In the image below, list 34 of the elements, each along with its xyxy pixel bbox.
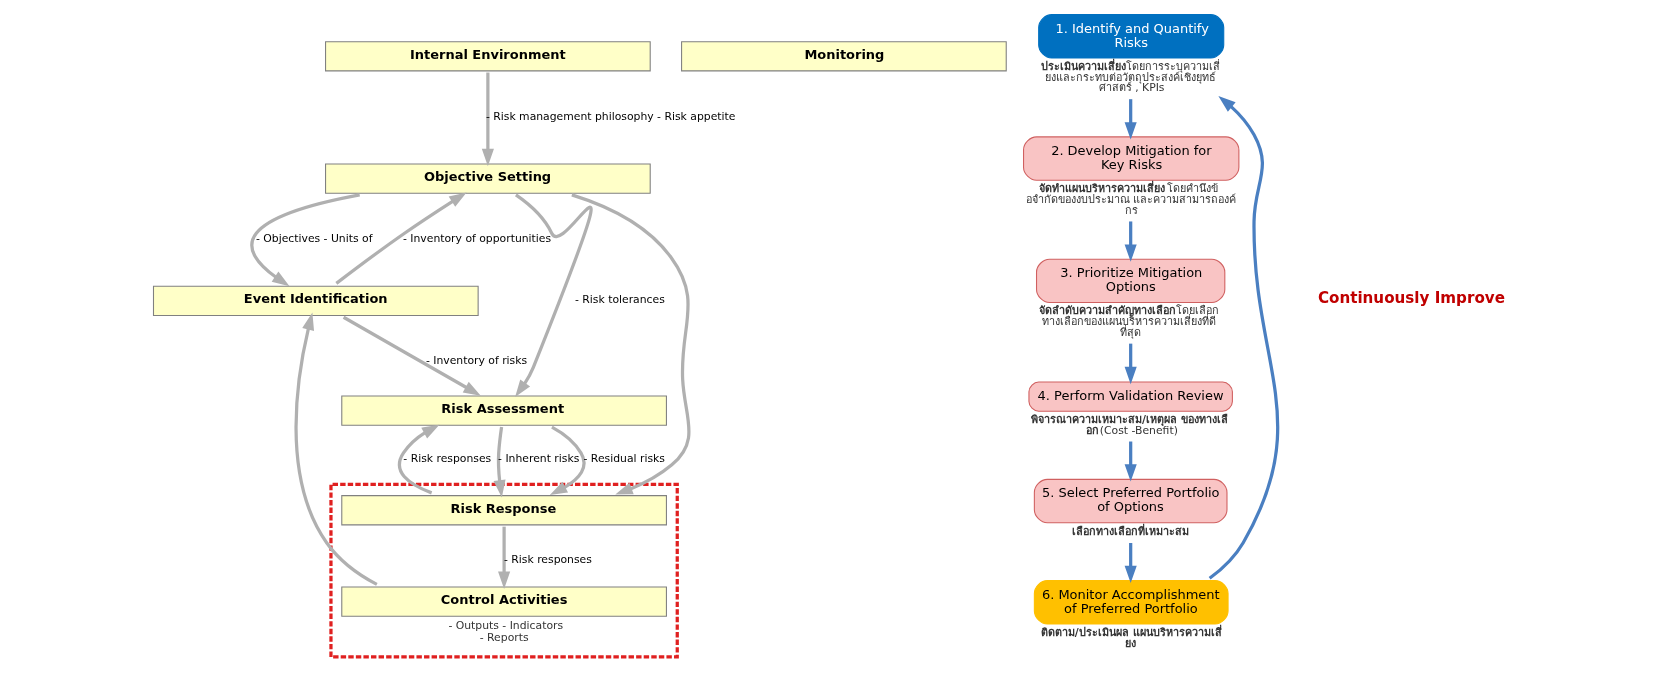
node-label: - Outputs - Indicators - Reports	[448, 619, 564, 645]
node-label: เลือกทางเลือกที่เหมาะสม	[1071, 524, 1189, 538]
node-label: จัดลำดับความสำคัญทางเลือกโดยเลือกทางเลือกของแผนบริหารความเสี่ยงที่ดีที่สุด	[1038, 304, 1220, 340]
arrow	[498, 526, 511, 589]
arrow	[397, 424, 440, 495]
edge-label: - Risk management philosophy - Risk appetite	[485, 109, 736, 123]
edge-label: - Residual risks	[583, 451, 665, 465]
arrow	[493, 426, 506, 498]
label: Continuously Improve	[1317, 289, 1505, 308]
edge-label: - Inherent risks	[498, 451, 580, 465]
node-label: พิจารณาความเหมาะสม/เหตุผล ของทางเลือก(Cost -Benefit)	[1031, 413, 1228, 437]
edge-label: - Risk responses	[503, 553, 592, 567]
edge-label: - Objectives - Units of	[255, 231, 373, 245]
node-label: ประเมินความเสี่ยงโดยการระบุความเสี่ยงและกระทบต่อวัตถุประสงค์เชิงยุทธ์ศาสตร์ , KPIs	[1040, 59, 1221, 95]
arrow	[335, 192, 467, 285]
arrow	[481, 72, 494, 167]
arrow	[294, 312, 378, 586]
node-label: จัดทำแผนบริหารความเสี่ยงโดยคำนึงข้อจำกัดของงบประมาณ และความสามารถองค์กร	[1025, 182, 1237, 217]
arrow	[1124, 542, 1137, 584]
edge-label: - Inventory of risks	[425, 354, 528, 368]
arrow	[1124, 441, 1137, 482]
edge-label: - Risk responses	[403, 451, 492, 465]
arrow	[549, 425, 586, 496]
arrow	[250, 193, 360, 287]
edge-label: - Risk tolerances	[574, 293, 665, 307]
arrow	[342, 315, 481, 396]
arrow	[1208, 95, 1280, 580]
arrow	[1124, 343, 1137, 385]
arrow	[571, 193, 691, 495]
node-label: ติดตาม/ประเมินผล แผนบริหารความเสี่ยง	[1040, 625, 1222, 650]
arrow	[515, 193, 593, 398]
arrow	[1124, 221, 1137, 262]
edge-label: - Inventory of opportunities	[402, 231, 552, 245]
arrow	[1124, 99, 1137, 140]
